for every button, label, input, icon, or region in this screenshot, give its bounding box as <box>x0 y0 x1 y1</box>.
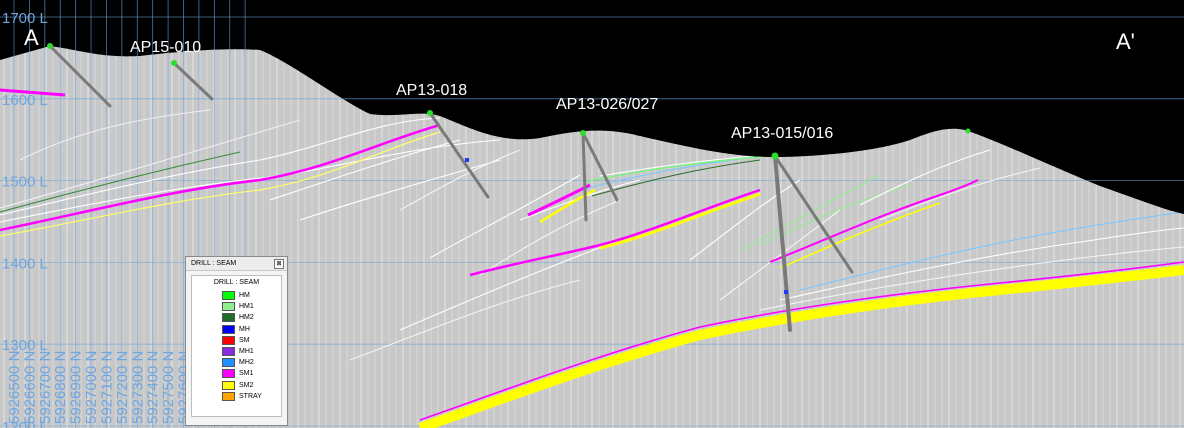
northing-label: 5927400 N <box>145 351 162 424</box>
legend-label: HM <box>239 292 250 300</box>
legend-item-hm1: HM1 <box>192 301 281 312</box>
legend-label: MH2 <box>239 359 254 367</box>
drillhole-label-ap13-018: AP13-018 <box>396 82 467 99</box>
legend-titlebar[interactable]: DRILL : SEAM ⊠ <box>186 257 287 271</box>
seam-sm1-mid <box>469 188 761 277</box>
legend-item-sm2: SM2 <box>192 380 281 391</box>
northing-label: 5927300 N <box>129 351 146 424</box>
drillhole-label-ap15-010: AP15-010 <box>130 39 201 56</box>
drillhole-label-ap13-015-016: AP13-015/016 <box>731 125 833 142</box>
northing-label: 5927500 N <box>160 351 177 424</box>
legend-label: SM <box>239 336 250 344</box>
drillhole-ap13-026-027[interactable] <box>580 130 619 222</box>
seam-sm1-lower <box>419 261 1184 421</box>
legend-swatch <box>222 302 235 312</box>
legend-swatch <box>222 291 235 301</box>
legend-swatch <box>222 369 235 379</box>
legend-label: SM2 <box>239 381 254 389</box>
legend-swatch <box>222 313 235 323</box>
legend-item-sm: SM <box>192 335 281 346</box>
legend-swatch <box>222 324 235 334</box>
legend-swatch <box>222 347 235 357</box>
legend-swatch <box>222 335 235 345</box>
section-end-left: A <box>24 25 39 50</box>
seam-sm2-ridge <box>539 188 596 224</box>
legend-swatch <box>222 358 235 368</box>
seam-sm2-mid <box>599 192 761 250</box>
seam-sm1-west <box>0 123 441 232</box>
seam-layers <box>0 88 1184 428</box>
elevation-label: 1200 L <box>2 419 48 428</box>
elevation-label: 1300 L <box>2 337 48 354</box>
legend-title: DRILL : SEAM <box>191 260 237 267</box>
legend-item-stray: STRAY <box>192 391 281 402</box>
northing-label: 5926900 N <box>68 351 85 424</box>
legend-label: HM1 <box>239 303 254 311</box>
drillhole-ap15-010[interactable] <box>171 60 214 101</box>
legend-item-hm2: HM2 <box>192 312 281 323</box>
elevation-labels: 1700 L 1600 L 1500 L 1400 L 1300 L 1200 L <box>2 10 48 428</box>
collar-east <box>965 128 971 134</box>
legend-label: MH <box>239 325 250 333</box>
drillhole-traces <box>47 43 971 332</box>
legend-item-mh: MH <box>192 324 281 335</box>
drillhole-ap13-015-016[interactable] <box>771 152 854 332</box>
legend-label: STRAY <box>239 392 262 400</box>
seam-sm2-lower <box>418 265 1184 428</box>
section-end-right: A' <box>1116 29 1135 54</box>
legend-label: SM1 <box>239 370 254 378</box>
drillhole-unlabeled-west[interactable] <box>47 43 112 108</box>
close-icon[interactable]: ⊠ <box>274 258 284 269</box>
northing-label: 5926600 N <box>21 351 38 424</box>
seam-sm1-east <box>769 179 979 263</box>
seam-sm1-upper <box>0 88 66 97</box>
legend-item-mh2: MH2 <box>192 357 281 368</box>
drillhole-label-ap13-026-027: AP13-026/027 <box>556 96 658 113</box>
elevation-label: 1400 L <box>2 255 48 272</box>
elevation-label: 1600 L <box>2 92 48 109</box>
northing-label: 5927100 N <box>98 351 115 424</box>
legend-item-sm1: SM1 <box>192 368 281 379</box>
northing-label: 5927000 N <box>83 351 100 424</box>
drillhole-ap13-018[interactable] <box>427 110 490 199</box>
northing-label: 5927200 N <box>114 351 131 424</box>
legend-label: HM2 <box>239 314 254 322</box>
northing-label: 5926800 N <box>52 351 69 424</box>
legend-item-hm: HM <box>192 290 281 301</box>
legend-swatch <box>222 391 235 401</box>
elevation-label: 1700 L <box>2 10 48 27</box>
northing-label: 5926700 N <box>37 351 54 424</box>
elevation-label: 1500 L <box>2 174 48 191</box>
seam-sm2-west <box>0 131 441 237</box>
seam-sm2-east <box>779 202 941 269</box>
northing-label: 5926500 N <box>6 351 23 424</box>
legend-header: DRILL : SEAM <box>213 279 260 286</box>
legend-label: MH1 <box>239 348 254 356</box>
legend-swatch <box>222 380 235 390</box>
legend-item-mh1: MH1 <box>192 346 281 357</box>
